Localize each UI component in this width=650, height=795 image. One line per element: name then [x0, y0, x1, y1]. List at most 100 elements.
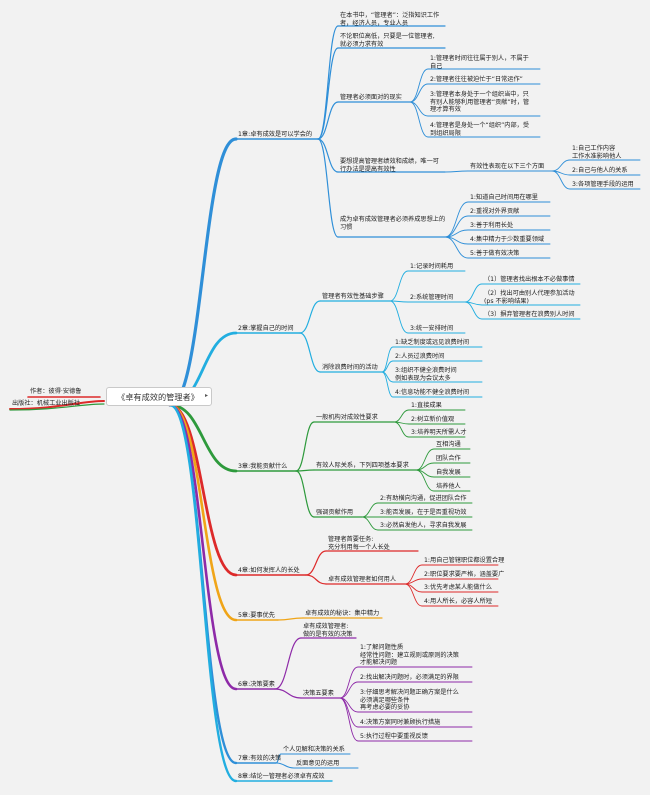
node[interactable]: 1:缺乏制度或远见浪费时间	[395, 339, 470, 346]
node[interactable]: 1:管理者时间往往属于别人，不属于 自己	[430, 55, 529, 70]
connector-line	[393, 409, 410, 423]
connector-line	[409, 68, 429, 103]
node[interactable]: 管理者必须面对的现实	[340, 94, 402, 101]
connector-line	[389, 270, 409, 302]
connector-line	[339, 697, 359, 742]
connector-line	[168, 403, 238, 691]
connector-line	[393, 421, 410, 438]
chapter-8[interactable]: 8章:结论一管理者必须卓有成效	[238, 773, 325, 780]
connector-line	[168, 137, 238, 407]
connector-line	[274, 688, 302, 699]
node[interactable]: 4:信息功能不健全浪费时间	[395, 389, 470, 396]
node[interactable]: 1:了解问题性质 经常性问题：建立规则或原则的决策 才能解决问题	[360, 644, 459, 667]
connector-line	[339, 697, 359, 728]
node[interactable]: 培养他人	[436, 483, 461, 490]
connector-line	[464, 301, 483, 320]
node[interactable]: 卓有成效管理者: 做的是有效的决策	[303, 623, 353, 638]
node[interactable]: 3:管理者本身处于一个组织当中，只 有别人能够利用管理者“贡献”时，管 理才算有…	[430, 91, 530, 114]
node[interactable]: 强调贡献作用	[316, 509, 354, 516]
node[interactable]: 成为卓有成效管理者必须养成思想上的 习惯	[340, 216, 446, 231]
connector-line	[317, 47, 339, 140]
connector-line	[381, 371, 394, 398]
meta-author: 作者：彼得·安德鲁	[30, 388, 82, 395]
connector-line	[404, 583, 423, 607]
node[interactable]: 有效性表现在以下三个方面	[470, 163, 545, 170]
node[interactable]: 管理者首要任务: 充分利用每一个人长处	[328, 536, 390, 551]
node[interactable]: 2:职位要求要严格，涵盖要广	[424, 571, 505, 578]
node[interactable]: 互相沟通	[436, 441, 461, 448]
node[interactable]: 2:找出解决问题时，必须满足的界限	[360, 674, 459, 681]
node[interactable]: 3:善于利用长处	[470, 222, 514, 229]
connector-line	[277, 617, 304, 621]
node[interactable]: 2:重视对外界贡献	[470, 208, 520, 215]
node[interactable]: 自我发展	[436, 469, 461, 476]
node[interactable]: 团队合作	[436, 455, 461, 462]
node[interactable]: 1:用自己管辖职位都设置合理	[424, 557, 505, 564]
node[interactable]: 1:知道自己时间用在哪里	[470, 194, 538, 201]
node[interactable]: 3:优先考虑某人能做什么	[424, 584, 492, 591]
connector-line	[464, 283, 483, 303]
node[interactable]: 3:能否发展，在于是否重视功效	[380, 509, 467, 516]
meta-publisher: 出版社：机械工业出版社	[12, 400, 81, 407]
connector-line	[295, 469, 315, 472]
node[interactable]: 3:必然启发他人，寻求自我发展	[380, 522, 467, 529]
chapter-6[interactable]: 6章:决策要素	[238, 681, 275, 688]
connector-line	[409, 101, 429, 138]
node[interactable]: 有效人际关系，下列四项基本要求	[316, 462, 409, 469]
node[interactable]: 3:培养明天所需人才	[411, 429, 467, 436]
node[interactable]: （2）找出可由别人代理参加活动 (ps 不影响结果)	[484, 290, 575, 305]
node[interactable]: 4:用人所长，必容人所短	[424, 598, 492, 605]
root-topic[interactable]: 《卓有成效的管理者》	[106, 387, 212, 406]
node[interactable]: 3:组织不健全浪费时间 例如表现为会议太多	[395, 367, 457, 382]
node[interactable]: 决策五要素	[303, 690, 334, 697]
node[interactable]: 反面意见的运用	[296, 760, 340, 767]
node[interactable]: （3）摒弃管理者在浪费别人时间	[484, 311, 575, 318]
connector-line	[295, 421, 315, 472]
chapter-5[interactable]: 5章:要事优先	[238, 612, 275, 619]
node[interactable]: 2:有助横向沟通，促进团队合作	[380, 495, 467, 502]
connector-line	[168, 403, 238, 473]
node[interactable]: 5:执行过程中要重视反馈	[360, 733, 428, 740]
node[interactable]: 卓有成效的秘诀：集中精力	[305, 610, 380, 617]
node[interactable]: 5:善于做有效决策	[470, 250, 520, 257]
connector-line	[551, 159, 571, 172]
chapter-3[interactable]: 3章:我能贡献什么	[238, 463, 288, 470]
connector-line	[361, 502, 379, 518]
node[interactable]: 管理者有效性基础步骤	[322, 293, 384, 300]
chapter-1[interactable]: 1章:卓有成效是可以学会的	[238, 131, 313, 138]
node[interactable]: 1:记录时间耗用	[410, 263, 454, 270]
node[interactable]: 2:系统管理时间	[410, 294, 454, 301]
node[interactable]: 消除浪费时间的活动	[322, 364, 378, 371]
collapse-arrow-icon[interactable]: ▸	[205, 392, 209, 399]
node[interactable]: 要想提高管理者绩效和成绩，唯一可 行办法是提高有效性	[340, 158, 439, 173]
connector-line	[305, 550, 327, 576]
node[interactable]: 4:管理者是身处一个“组织”内部，受 到组织局限	[430, 122, 530, 137]
node[interactable]: 一般机构对成效性要求	[316, 414, 378, 421]
node[interactable]: 3:各项管理手段的运用	[572, 181, 634, 188]
connector-line	[295, 470, 315, 518]
node[interactable]: 2:人员过浪费时间	[395, 353, 445, 360]
chapter-2[interactable]: 2章:掌握自己的时间	[238, 325, 294, 332]
node[interactable]: 1:自己工作内容 工作水准影响他人	[572, 145, 622, 160]
connector-line	[274, 637, 302, 690]
connector-line	[317, 138, 339, 238]
node[interactable]: 3:统一安排时间	[410, 325, 454, 332]
node[interactable]: （1）管理者找出根本不必做事情	[484, 276, 575, 283]
chapter-7[interactable]: 7章:有效的决策	[238, 755, 282, 762]
node[interactable]: 4:决策方案同时兼顾执行措施	[360, 719, 441, 726]
node[interactable]: 2:树立新价值观	[411, 416, 455, 423]
node[interactable]: 卓有成效管理者如何用人	[328, 576, 397, 583]
node[interactable]: 3:仔细思考解决问题正确方案是什么 必须满足哪些条件 再考虑必要的妥协	[360, 689, 459, 712]
connector-line	[381, 360, 394, 373]
node[interactable]: 2:管理者往往被迫忙于“日常运作”	[430, 76, 523, 83]
connector-line	[415, 469, 435, 492]
node[interactable]: 4:集中精力于少数重要领域	[470, 236, 545, 243]
node[interactable]: 在本书中，“管理者”：泛指知识工作 者，经济人员，专业人员	[340, 12, 440, 27]
node[interactable]: 1:直接成果	[411, 402, 442, 409]
chapter-4[interactable]: 4章:如何发挥人的长处	[238, 567, 300, 574]
node[interactable]: 不论职位高低，只要是一位管理者, 就必须力求有效	[340, 33, 435, 48]
connector-line	[389, 300, 409, 334]
node[interactable]: 个人见解和决策的关系	[283, 746, 345, 753]
node[interactable]: 2:自己与他人的关系	[572, 167, 628, 174]
